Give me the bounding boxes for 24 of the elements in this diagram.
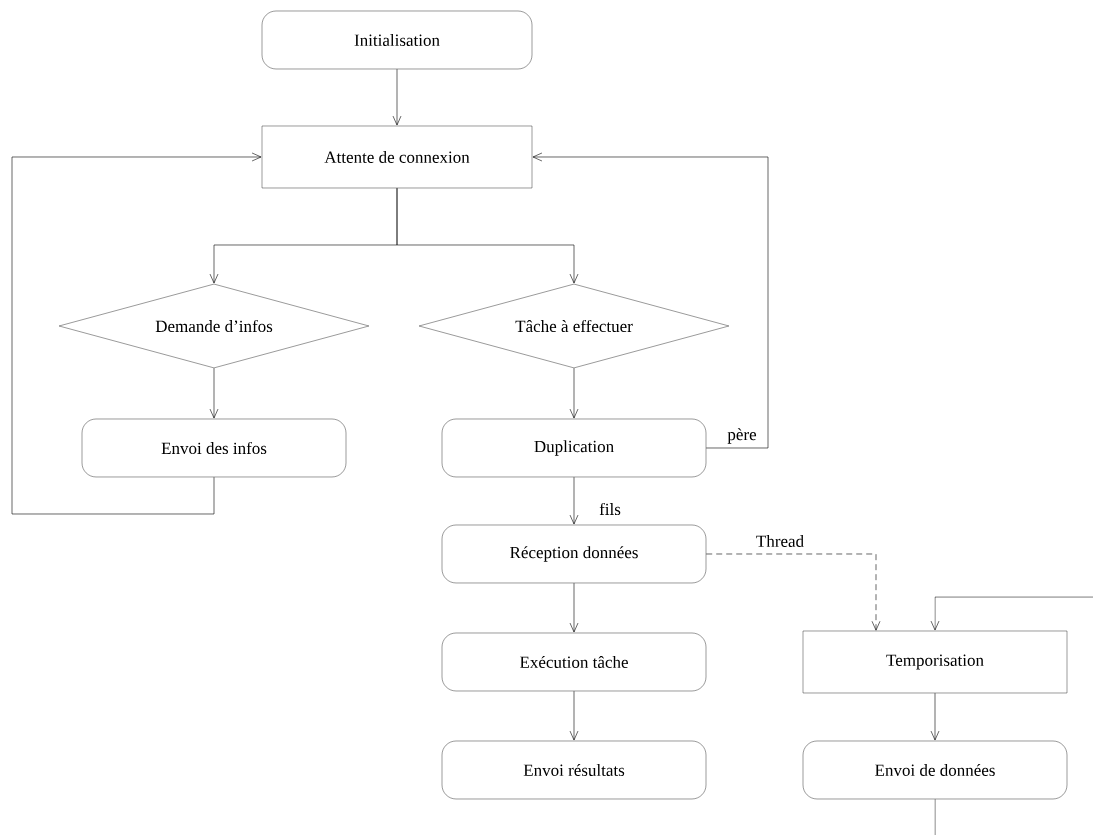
arrow <box>705 553 881 631</box>
rounded-box: Duplication <box>441 418 707 478</box>
edge-label: fils <box>598 501 622 517</box>
arrow <box>930 596 1093 835</box>
arrow <box>569 367 579 419</box>
rounded-box: Exécution tâche <box>441 632 707 692</box>
arrow <box>396 187 579 284</box>
rounded-box: Envoi de données <box>802 740 1068 800</box>
rounded-box: Envoi résultats <box>441 740 707 800</box>
process-box: Attente de connexion <box>261 125 533 189</box>
arrow <box>11 152 262 515</box>
rounded-box: Réception données <box>441 524 707 584</box>
arrow <box>930 692 940 741</box>
arrow <box>392 68 402 126</box>
arrow <box>569 476 579 525</box>
rounded-box: Initialisation <box>261 10 533 70</box>
rounded-box: Envoi des infos <box>81 418 347 478</box>
arrow <box>569 582 579 633</box>
arrow <box>209 367 219 419</box>
arrow <box>569 690 579 741</box>
edge-label: père <box>726 427 758 445</box>
process-box: Temporisation <box>802 630 1068 694</box>
edge-label: Thread <box>754 534 806 548</box>
arrow <box>532 152 769 449</box>
